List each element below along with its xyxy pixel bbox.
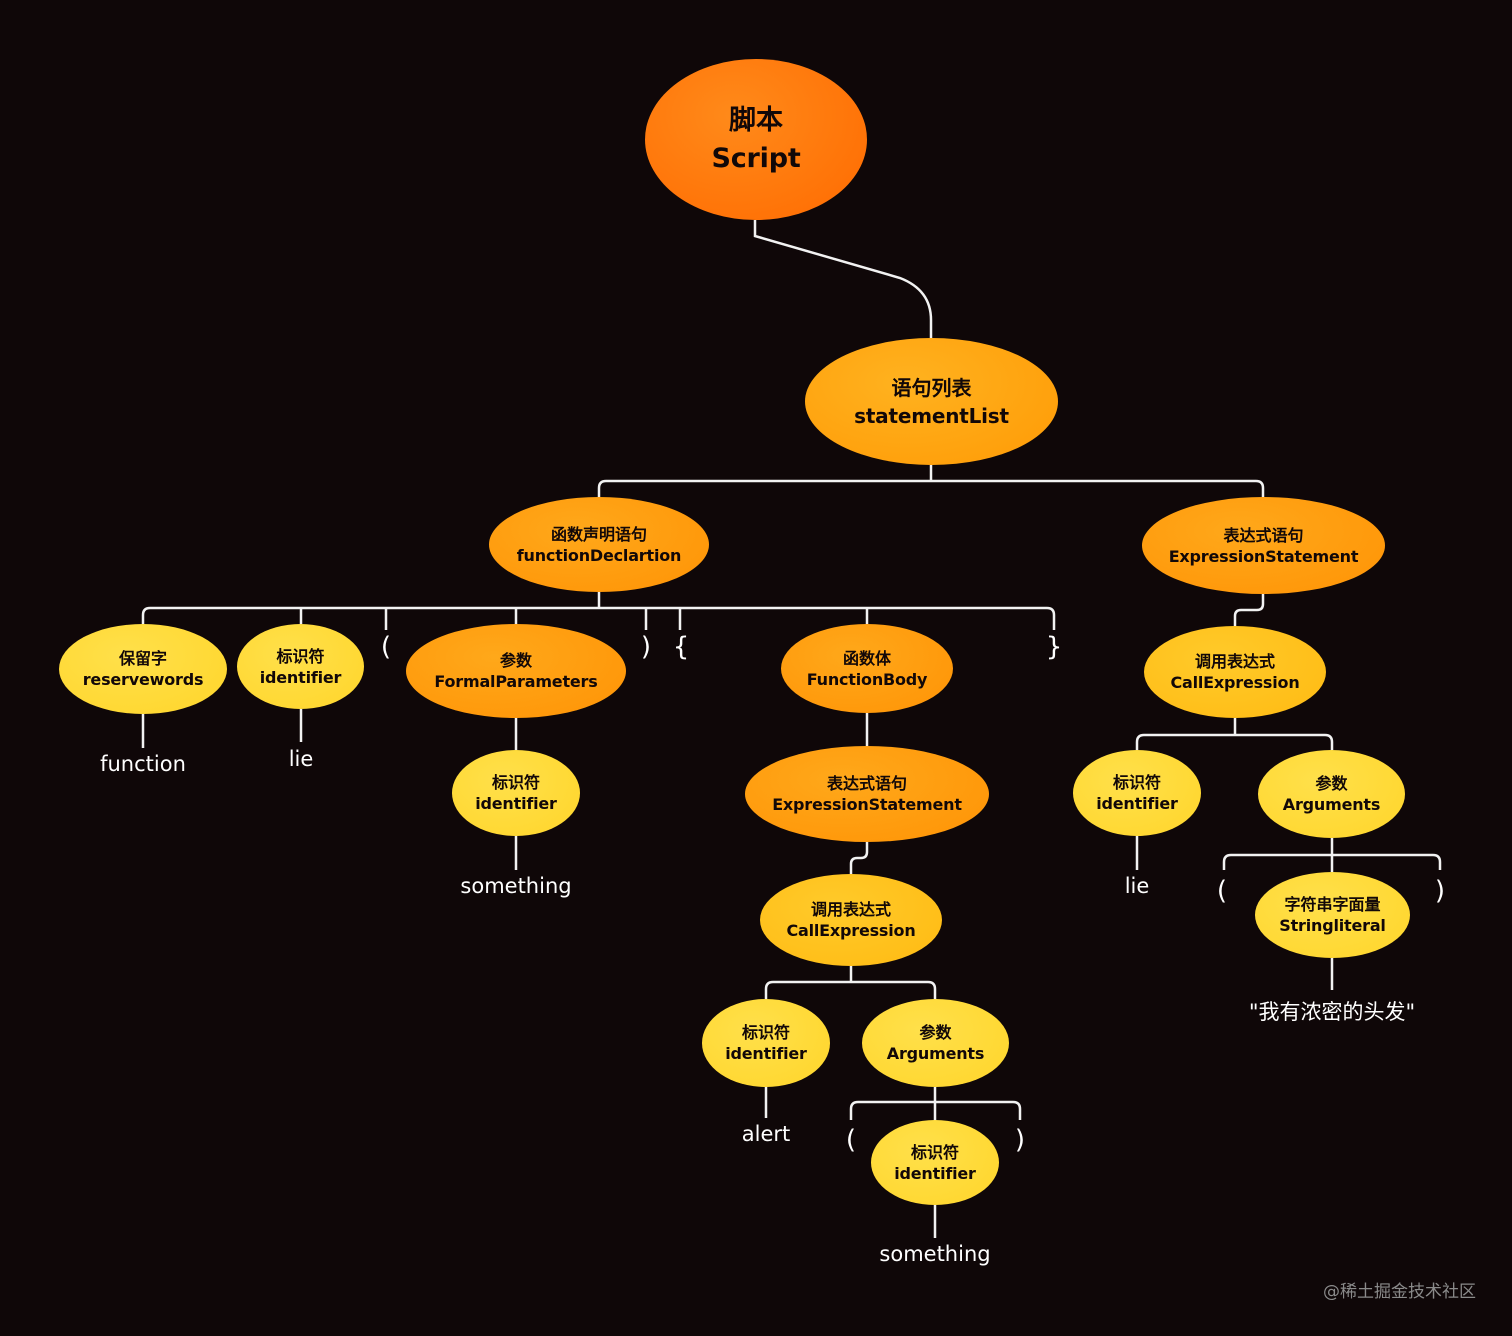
paren-left-3: (	[1216, 876, 1228, 906]
brace-right: }	[1045, 632, 1063, 662]
body-arguments-node: 参数 Arguments	[862, 999, 1009, 1087]
body-call-expression-en: CallExpression	[786, 921, 916, 940]
top-call-expression-en: CallExpression	[1170, 673, 1300, 692]
function-declaration-node: 函数声明语句 functionDeclartion	[489, 497, 709, 592]
body-call-identifier-node: 标识符 identifier	[702, 999, 830, 1087]
body-call-expression-node: 调用表达式 CallExpression	[760, 874, 942, 966]
leaf-something-1: something	[460, 874, 572, 898]
param-identifier-node: 标识符 identifier	[452, 750, 580, 836]
edge-top-expr	[1233, 594, 1265, 626]
param-identifier-zh: 标识符	[491, 773, 540, 792]
paren-right-3: )	[1434, 876, 1446, 906]
expression-statement-top-en: ExpressionStatement	[1168, 546, 1359, 566]
reservewords-en: reservewords	[82, 670, 204, 689]
paren-left-2: (	[845, 1125, 857, 1155]
formal-parameters-node: 参数 FormalParameters	[406, 624, 626, 718]
statementlist-node-zh: 语句列表	[891, 375, 972, 400]
fn-identifier-en: identifier	[259, 667, 342, 687]
edge-script-statementlist	[753, 220, 933, 338]
watermark: @稀土掘金技术社区	[1323, 1282, 1476, 1302]
string-literal-zh: 字符串字面量	[1284, 895, 1381, 914]
body-arg-identifier-node: 标识符 identifier	[871, 1120, 999, 1205]
leaf-function: function	[100, 752, 186, 776]
body-arg-identifier-zh: 标识符	[910, 1142, 959, 1162]
reservewords-zh: 保留字	[118, 649, 167, 668]
statementlist-node: 语句列表 statementList	[805, 338, 1058, 465]
edge-statementlist-children	[597, 465, 1265, 497]
top-call-expression-node: 调用表达式 CallExpression	[1144, 626, 1326, 718]
edge-top-args	[1222, 838, 1442, 872]
body-expression-statement-zh: 表达式语句	[826, 774, 907, 793]
formal-parameters-en: FormalParameters	[434, 672, 598, 691]
body-arg-identifier-en: identifier	[894, 1163, 976, 1183]
top-call-identifier-zh: 标识符	[1112, 773, 1161, 792]
string-literal-en: Stringliteral	[1279, 916, 1386, 935]
script-node-zh: 脚本	[729, 104, 783, 136]
function-declaration-en: functionDeclartion	[516, 545, 682, 565]
top-call-identifier-node: 标识符 identifier	[1073, 750, 1201, 836]
statementlist-node-en: statementList	[854, 403, 1009, 428]
body-expression-statement-node: 表达式语句 ExpressionStatement	[745, 746, 989, 842]
paren-left-1: (	[380, 632, 392, 662]
edge-fn-children	[141, 592, 1056, 630]
edge-top-call	[1135, 718, 1334, 750]
function-body-node: 函数体 FunctionBody	[781, 624, 953, 713]
top-arguments-en: Arguments	[1282, 795, 1381, 814]
expression-statement-top-zh: 表达式语句	[1223, 525, 1304, 545]
brace-left: {	[672, 632, 690, 662]
expression-statement-top-node: 表达式语句 ExpressionStatement	[1142, 497, 1385, 594]
script-node: 脚本 Script	[645, 59, 867, 220]
leaf-lie-2: lie	[1124, 874, 1150, 898]
top-call-expression-zh: 调用表达式	[1194, 652, 1275, 671]
leaf-something-2: something	[879, 1242, 991, 1266]
param-identifier-en: identifier	[475, 794, 557, 813]
top-call-identifier-en: identifier	[1096, 794, 1178, 813]
leaf-string-value: "我有浓密的头发"	[1248, 1000, 1416, 1024]
formal-parameters-zh: 参数	[499, 651, 532, 670]
function-body-zh: 函数体	[842, 648, 891, 668]
edge-fn-leaves	[141, 709, 303, 748]
string-literal-node: 字符串字面量 Stringliteral	[1255, 872, 1410, 958]
function-body-en: FunctionBody	[806, 669, 928, 689]
edge-body-args	[849, 1087, 1022, 1122]
body-call-identifier-en: identifier	[725, 1044, 807, 1063]
reservewords-node: 保留字 reservewords	[59, 624, 227, 714]
body-expression-statement-en: ExpressionStatement	[772, 795, 962, 814]
fn-identifier-zh: 标识符	[276, 646, 325, 666]
edge-body-call	[764, 966, 937, 999]
leaf-alert: alert	[741, 1122, 791, 1146]
body-call-identifier-zh: 标识符	[741, 1023, 790, 1042]
fn-identifier-node: 标识符 identifier	[237, 624, 364, 709]
script-node-en: Script	[711, 142, 801, 174]
paren-right-1: )	[640, 632, 652, 662]
function-declaration-zh: 函数声明语句	[550, 524, 647, 544]
leaf-lie: lie	[288, 747, 314, 771]
paren-right-2: )	[1014, 1125, 1026, 1155]
edge-body-expr	[849, 842, 869, 874]
body-arguments-en: Arguments	[886, 1044, 985, 1063]
top-arguments-node: 参数 Arguments	[1258, 750, 1405, 838]
body-arguments-zh: 参数	[919, 1023, 952, 1042]
top-arguments-zh: 参数	[1315, 774, 1348, 793]
body-call-expression-zh: 调用表达式	[810, 900, 891, 919]
